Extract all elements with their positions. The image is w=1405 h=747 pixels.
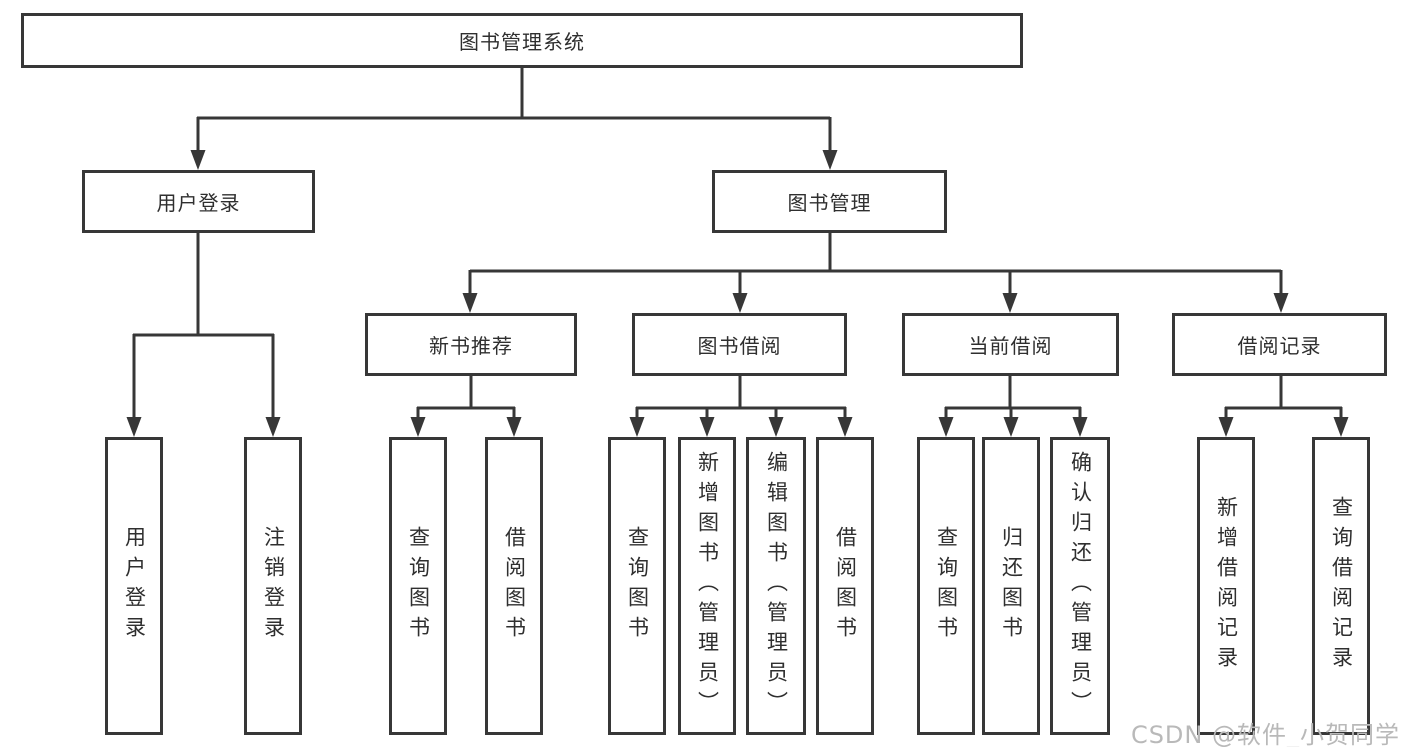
leaf-return-books: 归还图书 (982, 437, 1040, 735)
node-new-book-recommend: 新书推荐 (365, 313, 577, 376)
leaf-label: 查询图书 (406, 526, 431, 646)
leaf-add-borrow-record: 新增借阅记录 (1197, 437, 1255, 735)
leaf-query-books-current: 查询图书 (917, 437, 975, 735)
leaf-label: 注销登录 (261, 526, 286, 646)
leaf-label: 编辑图书（管理员） (764, 451, 789, 721)
node-current-borrowing: 当前借阅 (902, 313, 1119, 376)
leaf-label: 借阅图书 (502, 526, 527, 646)
leaf-label: 借阅图书 (833, 526, 858, 646)
node-book-management: 图书管理 (712, 170, 947, 233)
leaf-label: 归还图书 (999, 526, 1024, 646)
leaf-label: 用户登录 (122, 526, 147, 646)
leaf-label: 查询借阅记录 (1329, 496, 1354, 676)
leaf-confirm-return-admin: 确认归还（管理员） (1050, 437, 1110, 735)
leaf-query-books-recommend: 查询图书 (389, 437, 447, 735)
leaf-label: 查询图书 (934, 526, 959, 646)
leaf-borrow-books: 借阅图书 (816, 437, 874, 735)
leaf-label: 新增借阅记录 (1214, 496, 1239, 676)
leaf-logout: 注销登录 (244, 437, 302, 735)
node-book-borrowing: 图书借阅 (632, 313, 847, 376)
leaf-query-books-borrowing: 查询图书 (608, 437, 666, 735)
leaf-label: 新增图书（管理员） (695, 451, 720, 721)
leaf-user-login: 用户登录 (105, 437, 163, 735)
leaf-query-borrow-record: 查询借阅记录 (1312, 437, 1370, 735)
node-user-login: 用户登录 (82, 170, 315, 233)
leaf-label: 确认归还（管理员） (1068, 451, 1093, 721)
csdn-watermark: CSDN @软件_小贺同学 (1130, 721, 1400, 747)
leaf-label: 查询图书 (625, 526, 650, 646)
leaf-borrow-books-recommend: 借阅图书 (485, 437, 543, 735)
node-borrow-records: 借阅记录 (1172, 313, 1387, 376)
node-library-system: 图书管理系统 (21, 13, 1023, 68)
leaf-add-books-admin: 新增图书（管理员） (678, 437, 736, 735)
leaf-edit-books-admin: 编辑图书（管理员） (746, 437, 806, 735)
